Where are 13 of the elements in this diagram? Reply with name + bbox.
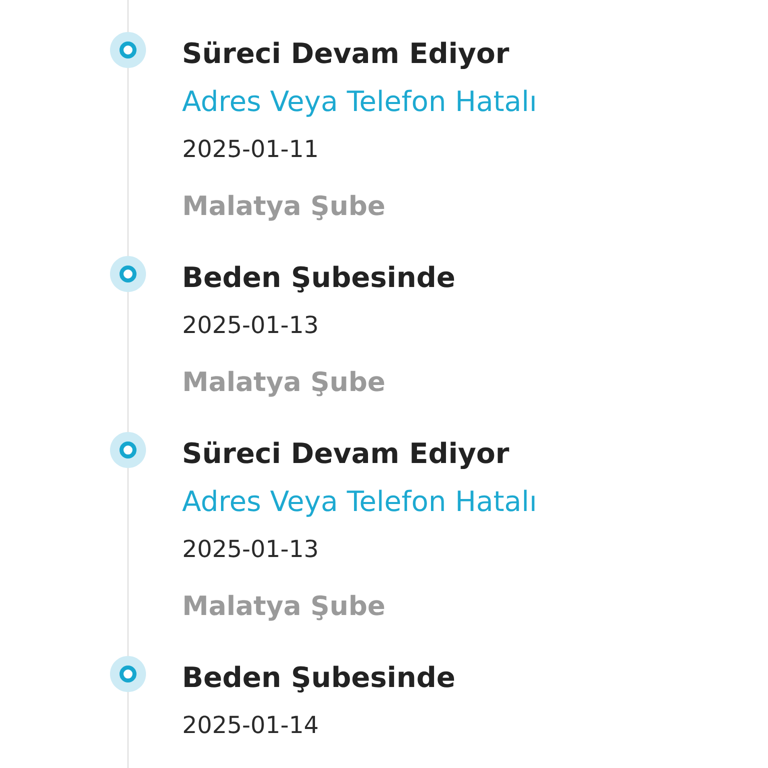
branch-text: Malatya Şube xyxy=(184,194,384,221)
entry-title: Beden Şubesinde xyxy=(184,666,454,692)
date-text: 2025-01-14 xyxy=(184,716,318,734)
date-text: 2025-01-11 xyxy=(184,140,317,158)
date-text: 2025-01-13 xyxy=(184,316,317,334)
status-text: Adres Veya Telefon Hatalı xyxy=(182,90,534,117)
status-text: Adres Veya Telefon Hatalı xyxy=(182,490,534,517)
entry-title: Beden Şubesinde xyxy=(184,266,454,292)
entry-title: Süreci Devam Ediyor xyxy=(184,441,510,470)
entry-title: Süreci Devam Ediyor xyxy=(184,41,510,70)
date-text: 2025-01-13 xyxy=(184,540,317,558)
branch-text: Malatya Şube xyxy=(184,370,384,397)
branch-text: Malatya Şube xyxy=(184,594,384,621)
